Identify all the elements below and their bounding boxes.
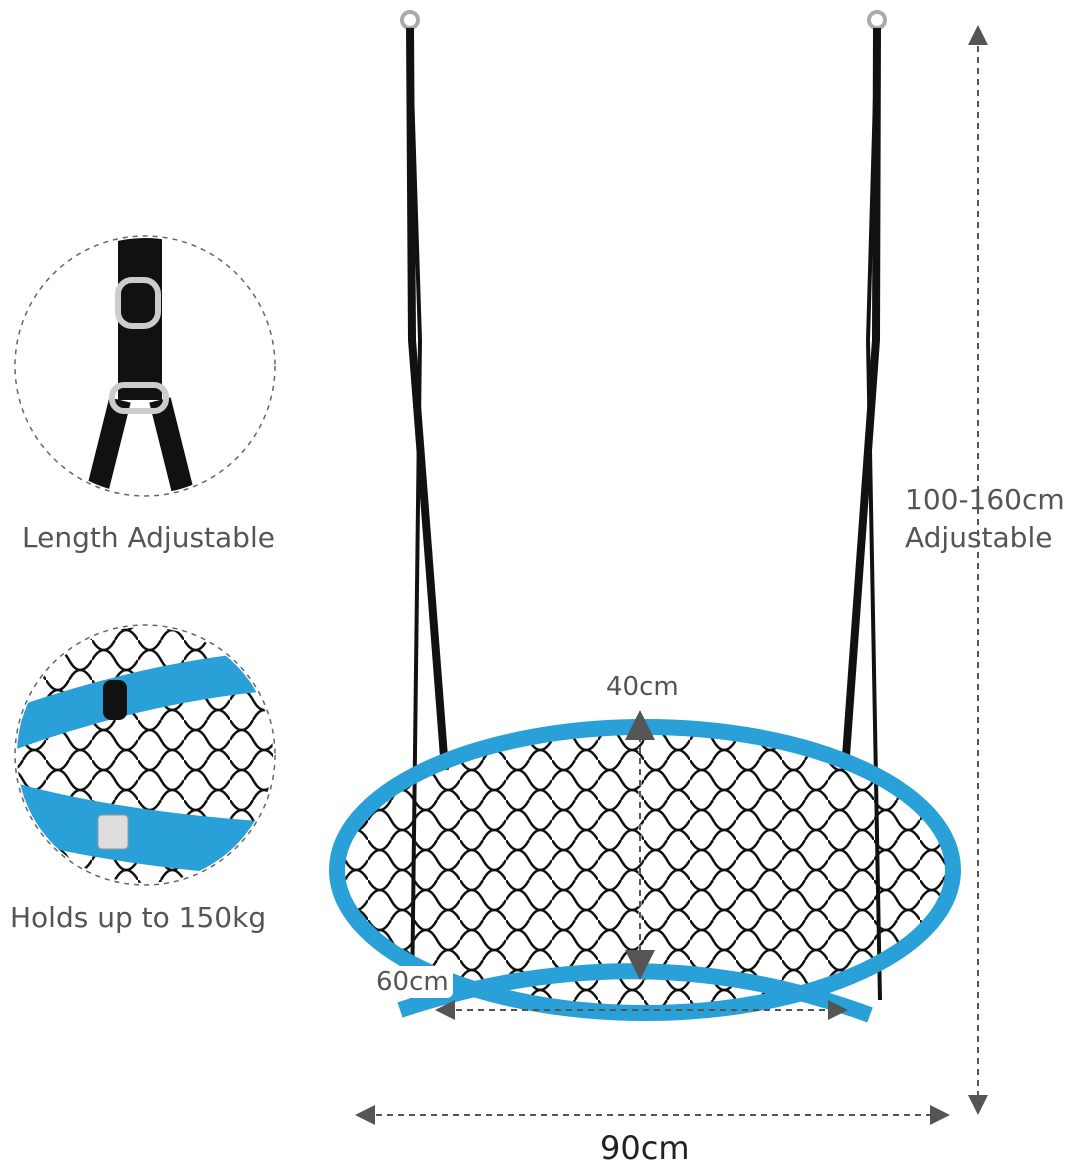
height-adjustable-label: Adjustable xyxy=(905,521,1053,554)
height-dimension-label: 100-160cm xyxy=(905,483,1065,516)
width-dimension-label: 90cm xyxy=(600,1129,690,1167)
depth-dimension-label: 40cm xyxy=(606,672,679,702)
weight-capacity-label: Holds up to 150kg xyxy=(10,901,267,934)
dimension-lines xyxy=(355,24,988,1125)
length-adjustable-label: Length Adjustable xyxy=(22,521,275,554)
frame-detail-callout xyxy=(14,624,276,886)
inner-width-dimension-label: 60cm xyxy=(372,966,453,998)
rope-detail-callout xyxy=(14,235,276,497)
